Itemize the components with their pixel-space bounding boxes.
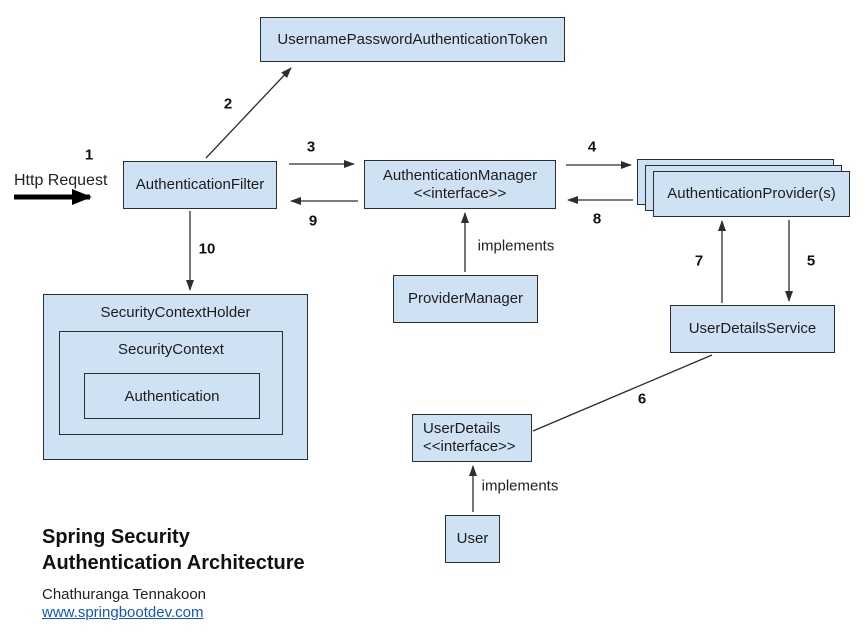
node-label: AuthenticationProvider(s) (667, 185, 836, 202)
node-label: UserDetailsService (688, 320, 817, 337)
edge-label-9: 9 (308, 212, 318, 230)
node-user-details: UserDetails <<interface>> (412, 414, 532, 462)
node-label: AuthenticationManager (382, 166, 538, 184)
node-label: UserDetails (423, 420, 501, 437)
edge-label-4: 4 (587, 138, 597, 156)
node-label: SecurityContext (118, 341, 224, 358)
node-provider-manager: ProviderManager (393, 275, 538, 323)
node-label: Authentication (124, 387, 220, 405)
edge-label-implements-manager: implements (477, 237, 555, 255)
edge-label-1: 1 (84, 146, 94, 164)
node-user: User (445, 515, 500, 563)
node-authentication-providers: AuthenticationProvider(s) (653, 171, 850, 217)
edge-label-3: 3 (306, 138, 316, 156)
node-security-context-holder: SecurityContextHolder SecurityContext Au… (43, 294, 308, 460)
node-label: ProviderManager (407, 290, 524, 307)
edge-label-10: 10 (198, 240, 216, 258)
node-authentication-manager: AuthenticationManager <<interface>> (364, 160, 556, 209)
edge-label-7: 7 (694, 252, 704, 270)
node-authentication-filter: AuthenticationFilter (123, 161, 277, 209)
diagram-title-line2: Authentication Architecture (42, 552, 305, 574)
edge-label-implements-user: implements (481, 477, 559, 495)
edge-label-2: 2 (223, 95, 233, 113)
author-name: Chathuranga Tennakoon (42, 586, 207, 603)
node-label: User (456, 530, 489, 547)
diagram-title: Spring Security Authentication Architect… (42, 524, 305, 576)
edge-6-line (532, 354, 713, 432)
node-label: UsernamePasswordAuthenticationToken (277, 30, 548, 48)
node-username-password-authentication-token: UsernamePasswordAuthenticationToken (260, 17, 565, 62)
website-link[interactable]: www.springbootdev.com (42, 604, 204, 621)
diagram-title-line1: Spring Security (42, 526, 190, 548)
website-link-wrap: www.springbootdev.com (42, 604, 203, 621)
edge-label-6: 6 (637, 390, 647, 408)
node-label: AuthenticationFilter (135, 176, 265, 193)
http-request-label: Http Request (14, 172, 108, 189)
edge-2-line (205, 67, 292, 159)
edge-label-8: 8 (592, 210, 602, 228)
edge-label-5: 5 (806, 252, 816, 270)
node-authentication: Authentication (84, 373, 260, 419)
node-user-details-service: UserDetailsService (670, 305, 835, 353)
node-security-context: SecurityContext Authentication (59, 331, 283, 435)
node-sublabel: <<interface>> (413, 184, 507, 202)
node-label: SecurityContextHolder (100, 304, 251, 321)
node-sublabel: <<interface>> (423, 438, 516, 455)
